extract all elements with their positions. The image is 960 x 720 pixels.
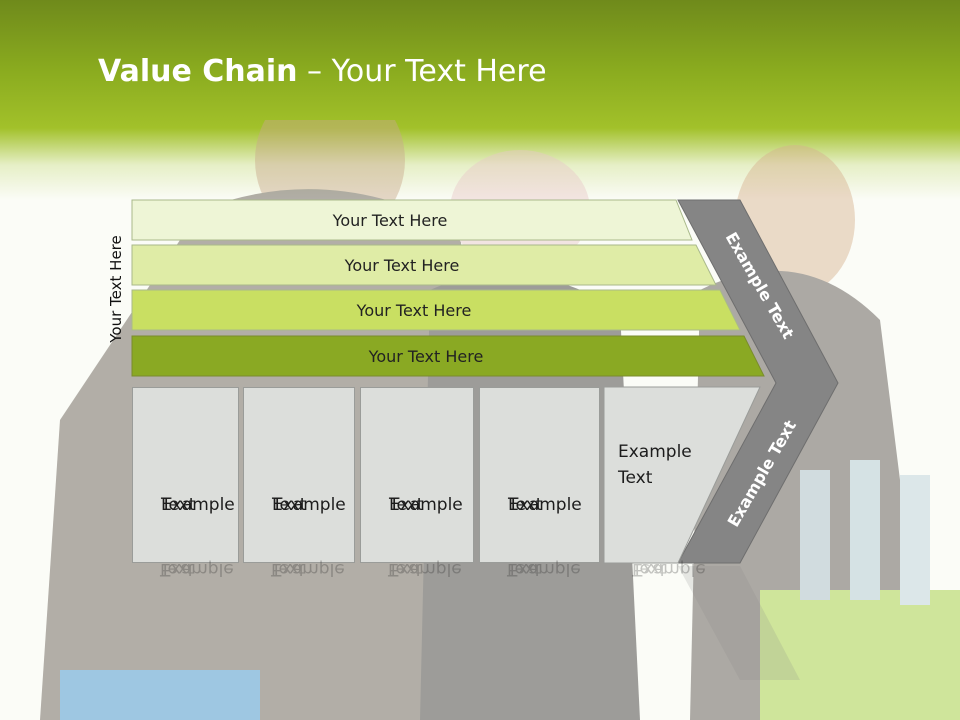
band-2: Your Text Here [344, 255, 460, 275]
band-shape-2 [131, 244, 717, 286]
band-1: Your Text Here [332, 210, 448, 230]
band-shape-3 [131, 289, 741, 331]
band-shape-4 [131, 335, 765, 377]
header-band [0, 0, 960, 200]
band-shape-1 [131, 199, 693, 241]
chevron-arrow [677, 199, 839, 564]
slide-title: Value Chain – Your Text Here [98, 54, 547, 89]
chevron-reflection [678, 566, 800, 680]
last-box-shape [603, 386, 761, 564]
band-3: Your Text Here [356, 300, 472, 320]
title-bold: Value Chain [98, 54, 298, 89]
title-rest: – Your Text Here [297, 54, 547, 89]
band-4: Your Text Here [368, 346, 484, 366]
